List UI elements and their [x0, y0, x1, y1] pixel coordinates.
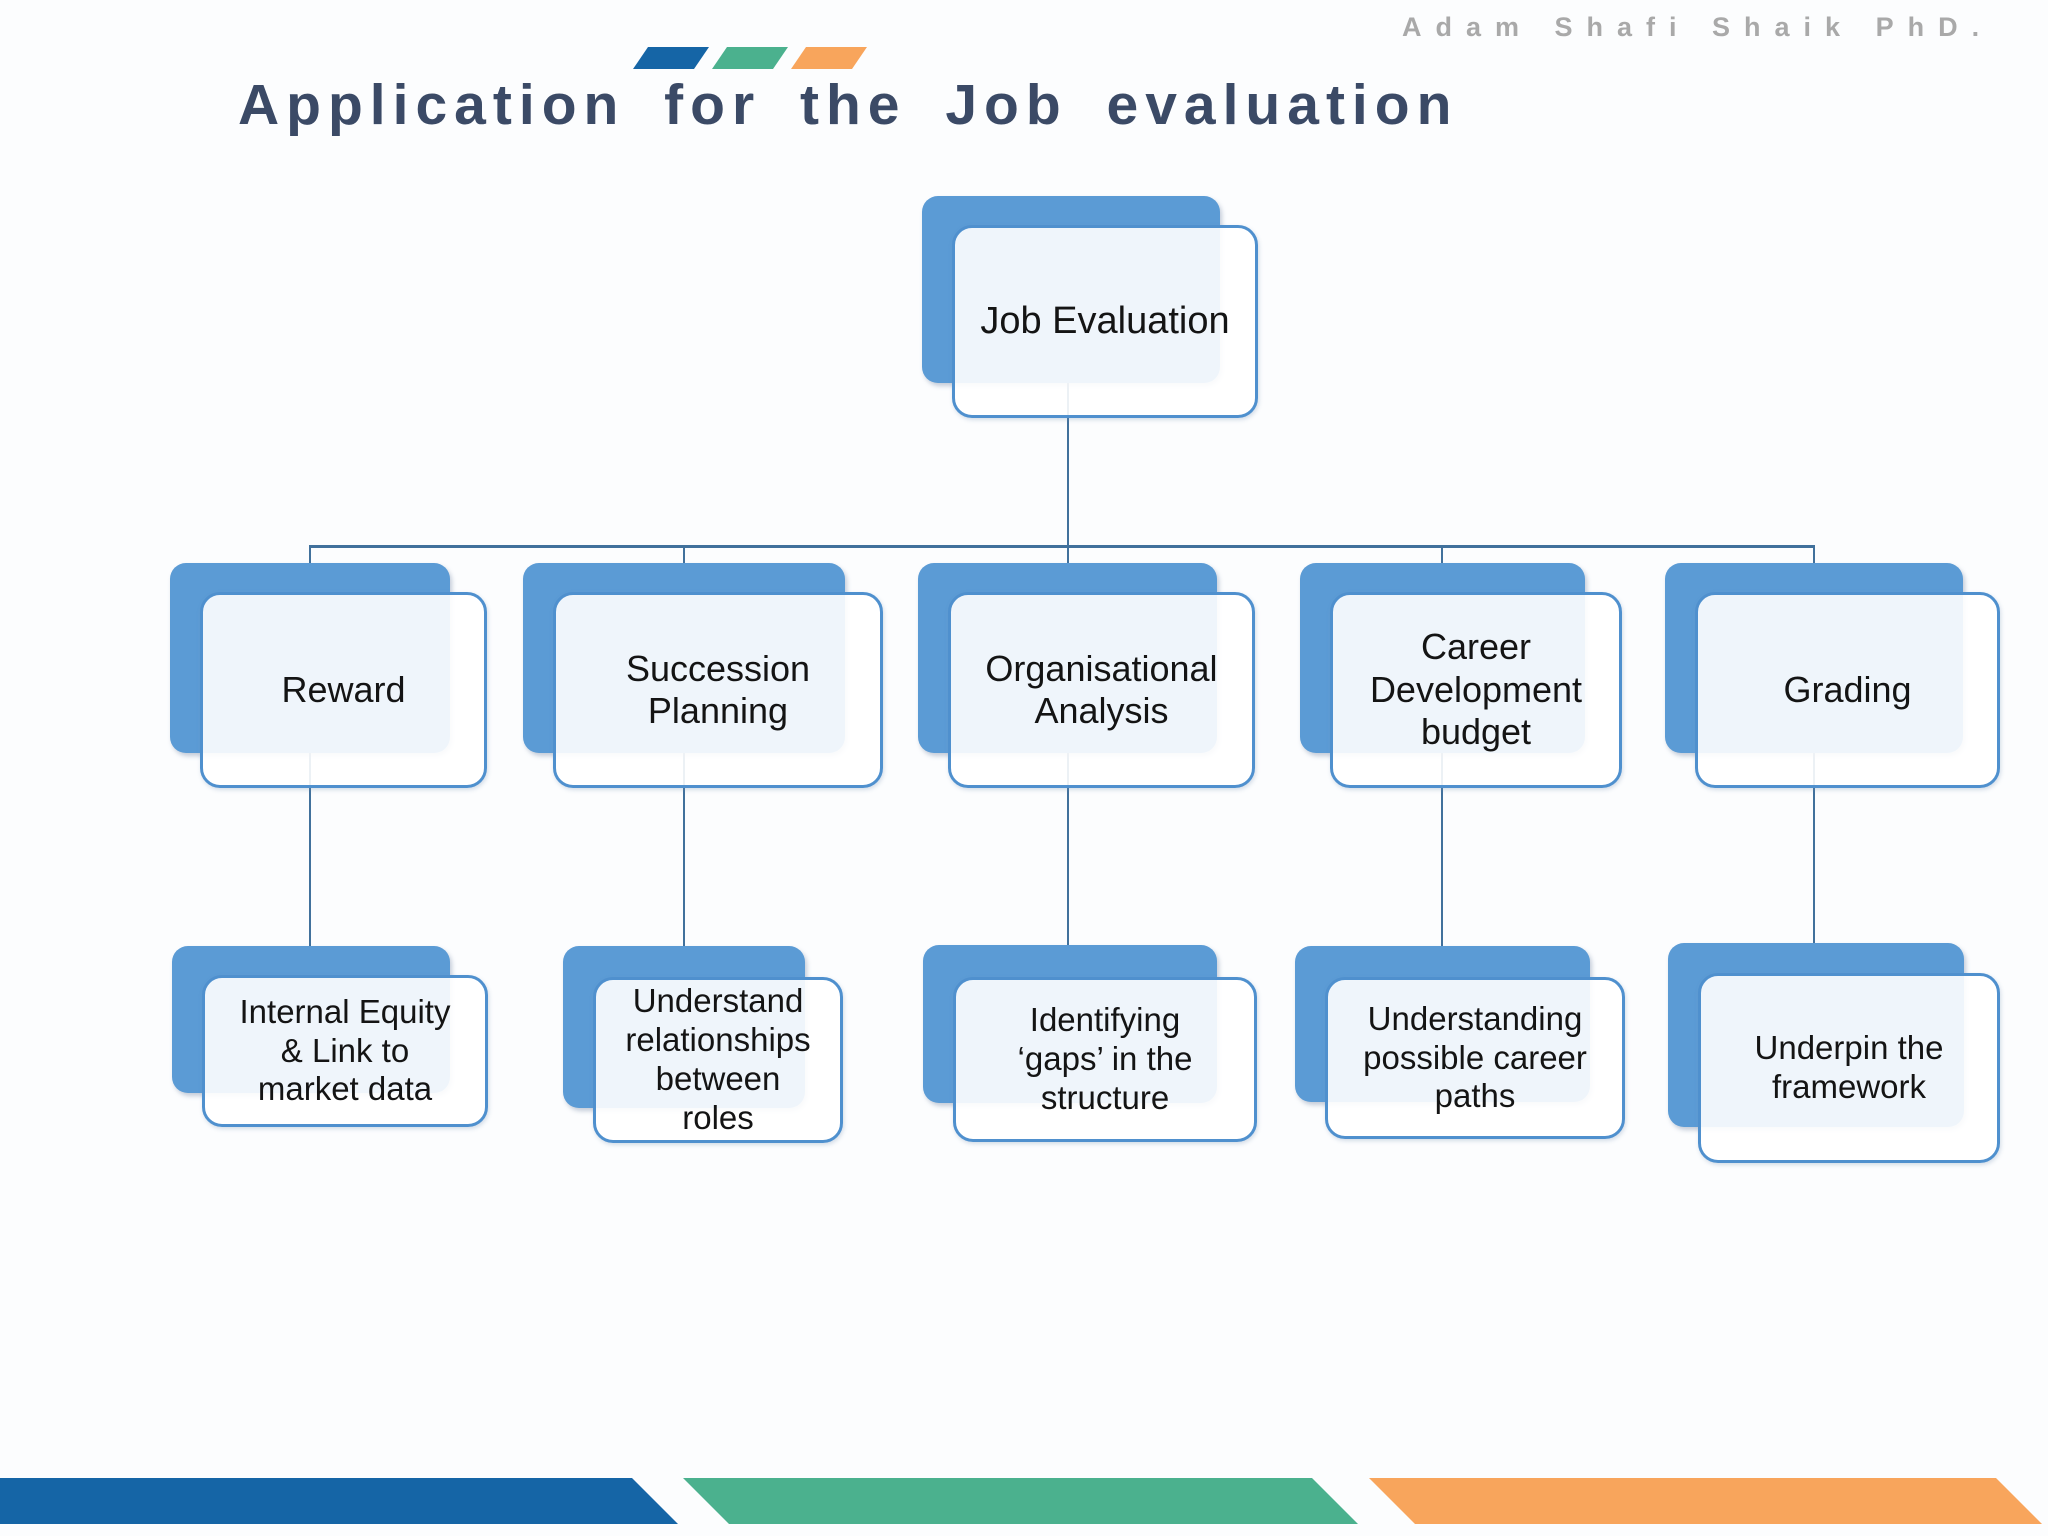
career-development-label: Career Development budget — [1369, 626, 1583, 753]
understand-relationships-node: Understand relationships between roles — [593, 977, 843, 1143]
identifying-gaps-label: Identifying ‘gaps’ in the structure — [1017, 1001, 1193, 1116]
career-paths-label: Understanding possible career paths — [1363, 999, 1587, 1115]
footer-band-orange — [1369, 1478, 2042, 1524]
connector-stub-grading — [1813, 546, 1815, 564]
connector-reward-child — [309, 753, 311, 947]
connector-root — [1067, 383, 1069, 546]
job-evaluation-label: Job Evaluation — [980, 300, 1230, 343]
identifying-gaps-node: Identifying ‘gaps’ in the structure — [953, 977, 1257, 1142]
accent-dash-orange — [791, 47, 867, 69]
succession-planning-node: Succession Planning — [553, 592, 883, 788]
connector-stub-reward — [309, 546, 311, 564]
accent-dash-green — [712, 47, 788, 69]
accent-dashes — [633, 47, 867, 69]
connector-grading-child — [1813, 753, 1815, 944]
grading-node: Grading — [1695, 592, 2000, 788]
grading-label: Grading — [1783, 668, 1912, 710]
underpin-framework-node: Underpin the framework — [1698, 973, 2000, 1163]
internal-equity-node: Internal Equity & Link to market data — [202, 975, 488, 1127]
job-evaluation-node: Job Evaluation — [952, 225, 1258, 418]
connector-stub-career — [1441, 546, 1443, 564]
succession-planning-label: Succession Planning — [625, 647, 811, 731]
author-credit: Adam Shafi Shaik PhD. — [1402, 12, 1994, 42]
footer-band-blue — [0, 1478, 678, 1524]
reward-label: Reward — [281, 668, 406, 710]
connector-stub-succession — [683, 546, 685, 564]
career-development-node: Career Development budget — [1330, 592, 1622, 788]
underpin-framework-label: Underpin the framework — [1754, 1029, 1944, 1105]
understand-relationships-label: Understand relationships between roles — [625, 982, 811, 1136]
organisational-analysis-node: Organisational Analysis — [948, 592, 1255, 788]
internal-equity-label: Internal Equity & Link to market data — [239, 992, 451, 1108]
footer-band-green — [683, 1478, 1358, 1524]
connector-career-child — [1441, 753, 1443, 947]
connector-organisational-child — [1067, 753, 1069, 946]
reward-node: Reward — [200, 592, 487, 788]
connector-stub-organisational — [1067, 546, 1069, 564]
career-paths-node: Understanding possible career paths — [1325, 977, 1625, 1139]
page-title: Application for the Job evaluation — [238, 73, 1459, 137]
connector-succession-child — [683, 753, 685, 947]
connector-bus — [309, 545, 1815, 548]
organisational-analysis-label: Organisational Analysis — [985, 647, 1218, 731]
accent-dash-blue — [633, 47, 709, 69]
